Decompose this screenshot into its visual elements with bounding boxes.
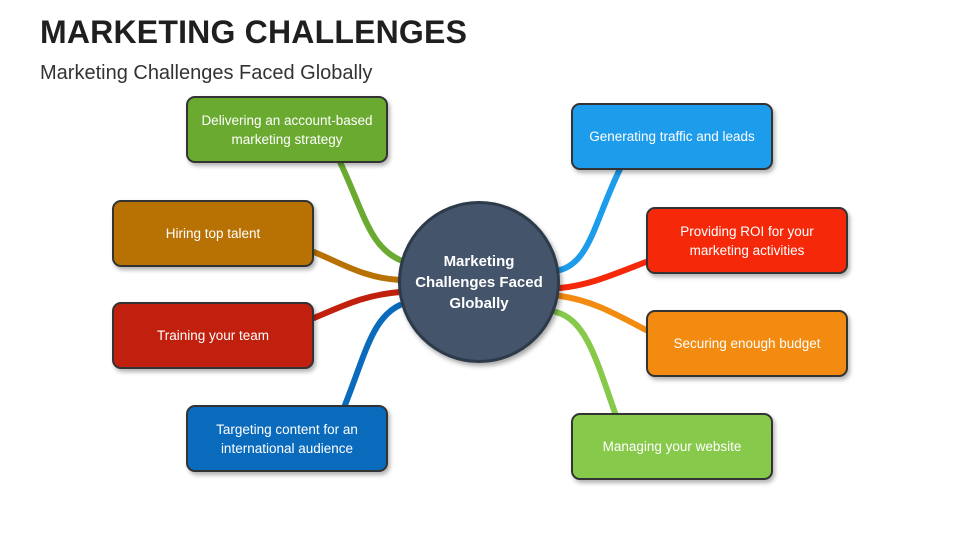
connector-targeting [342, 302, 403, 408]
connector-training [311, 289, 403, 321]
branch-training-team: Training your team [112, 302, 314, 369]
branch-targeting-content: Targeting content for an international a… [186, 405, 388, 472]
branch-hiring-top-talent: Hiring top talent [112, 200, 314, 267]
branch-delivering-account-based: Delivering an account-based marketing st… [186, 96, 388, 163]
branch-securing-budget: Securing enough budget [646, 310, 848, 377]
connector-securing [557, 293, 649, 333]
slide-title: MARKETING CHALLENGES [40, 14, 468, 50]
branch-providing-roi: Providing ROI for your marketing activit… [646, 207, 848, 274]
branch-generating-traffic: Generating traffic and leads [571, 103, 773, 170]
central-hub: Marketing Challenges Faced Globally [398, 201, 560, 363]
connector-hiring [311, 249, 403, 283]
connector-delivering [337, 159, 408, 265]
branch-managing-website: Managing your website [571, 413, 773, 480]
connector-providing [557, 259, 649, 291]
connector-generating [557, 166, 623, 273]
connector-managing [553, 309, 618, 416]
slide-subtitle: Marketing Challenges Faced Globally [40, 62, 373, 84]
